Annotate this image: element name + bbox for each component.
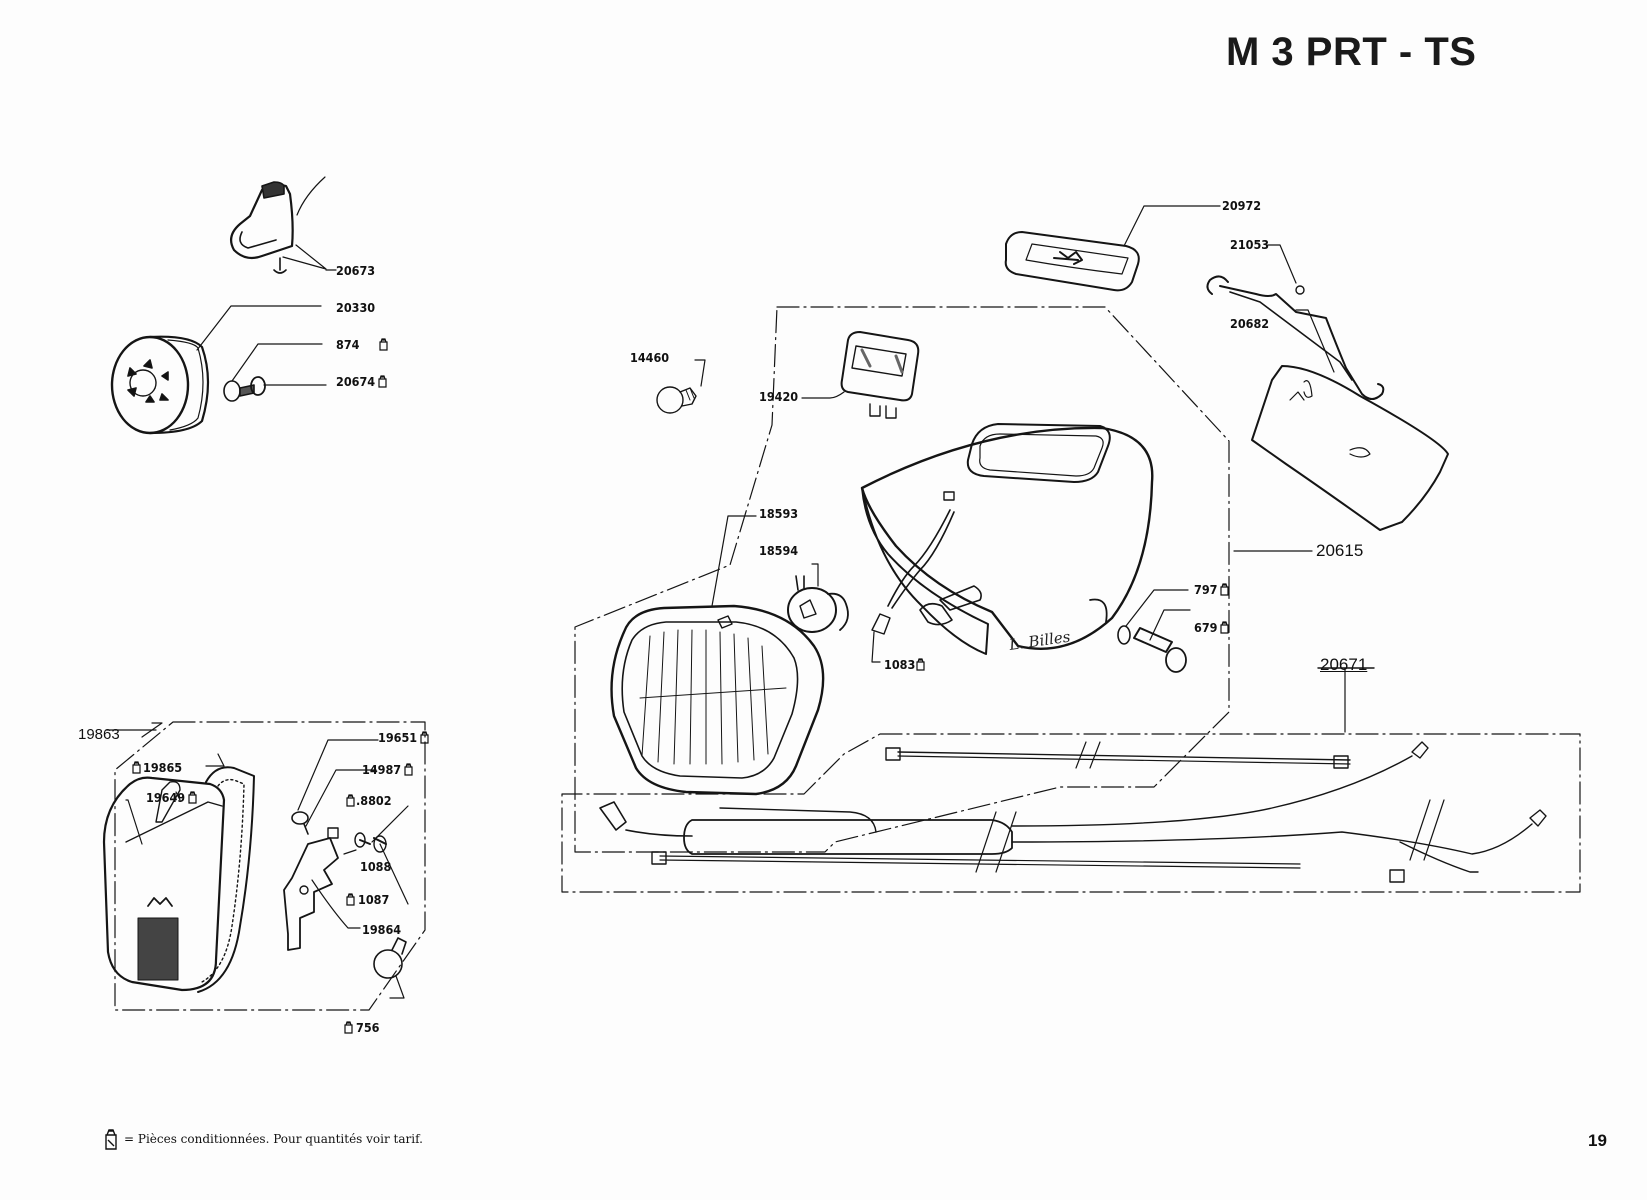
packaged-bag-icon xyxy=(404,763,413,776)
switch-19420-drawing xyxy=(801,331,920,419)
part-label-797[interactable]: 797 xyxy=(1194,582,1230,597)
part-ref: 874 xyxy=(336,337,360,352)
packaged-bag-icon xyxy=(188,791,197,804)
part-ref: 1087 xyxy=(358,892,390,907)
part-label-1083[interactable]: 1083 xyxy=(884,658,925,672)
part-label-756[interactable]: 756 xyxy=(344,1021,379,1035)
page-title: M 3 PRT - TS xyxy=(1226,30,1477,74)
headlamp-shell-drawing xyxy=(860,423,1154,663)
packaged-bag-icon xyxy=(346,893,355,906)
part-label-14987[interactable]: 14987 xyxy=(362,763,413,777)
part-label-19863[interactable]: 19863 xyxy=(78,726,120,744)
part-label-19864[interactable]: 19864 xyxy=(362,923,401,937)
part-ref: 19863 xyxy=(78,726,120,743)
packaged-bag-icon xyxy=(132,761,141,774)
tail-light-assembly-19863-drawing xyxy=(102,721,426,1011)
part-label-18594[interactable]: 18594 xyxy=(759,544,798,558)
part-ref: 20671 xyxy=(1320,655,1368,674)
part-label-19865[interactable]: 19865 xyxy=(132,761,182,775)
part-ref: 19649 xyxy=(146,790,186,805)
handlebar-switch-drawing xyxy=(229,176,337,274)
lamp-holder-18594-drawing xyxy=(787,563,849,633)
part-ref: 19420 xyxy=(759,389,799,404)
part-label-8802[interactable]: .8802 xyxy=(346,794,392,808)
part-ref: 19864 xyxy=(362,922,402,937)
legend-text: = Pièces conditionnées. Pour quantités v… xyxy=(124,1132,423,1146)
headlamp-unit-18593-drawing xyxy=(610,515,825,796)
part-ref: 20673 xyxy=(336,263,376,278)
bolt-679-washer-797-drawing xyxy=(1117,589,1191,673)
artist-signature: L. Billes xyxy=(1007,628,1072,655)
part-ref: 20972 xyxy=(1222,198,1262,213)
part-ref: 14460 xyxy=(630,350,670,365)
packaged-bag-icon xyxy=(379,338,389,351)
part-label-19651[interactable]: 19651 xyxy=(378,731,429,745)
part-label-21053[interactable]: 21053 xyxy=(1230,238,1269,252)
packaged-bag-icon xyxy=(1220,621,1230,634)
packaged-bag-icon xyxy=(1220,583,1230,596)
part-ref: 21053 xyxy=(1230,237,1270,252)
part-label-1088[interactable]: 1088 xyxy=(360,860,391,874)
wiring-harness-20671-drawing xyxy=(561,667,1581,893)
part-ref: .8802 xyxy=(356,793,392,808)
part-label-19420[interactable]: 19420 xyxy=(759,390,798,404)
part-label-20674[interactable]: 20674 xyxy=(336,375,387,389)
part-label-20330[interactable]: 20330 xyxy=(336,301,375,315)
packaged-parts-bag-icon xyxy=(105,1129,117,1150)
packaged-bag-icon xyxy=(378,375,387,388)
packaged-bag-icon xyxy=(420,731,429,744)
part-label-679[interactable]: 679 xyxy=(1194,620,1230,635)
page-number: 19 xyxy=(1588,1131,1607,1150)
part-ref: 679 xyxy=(1194,620,1218,635)
part-ref: 20615 xyxy=(1316,541,1364,560)
plate-20682-drawing xyxy=(1251,309,1449,531)
badge-20972-drawing xyxy=(1004,205,1221,292)
headlamp-lens-grid xyxy=(639,629,787,765)
part-ref: 19865 xyxy=(143,760,183,775)
bracket-21053-drawing xyxy=(1206,244,1385,400)
legend-footnote: = Pièces conditionnées. Pour quantités v… xyxy=(104,1128,423,1150)
part-ref: 20330 xyxy=(336,300,376,315)
horn-drawing xyxy=(110,305,322,435)
part-label-18593[interactable]: 18593 xyxy=(759,507,798,521)
part-label-20673[interactable]: 20673 xyxy=(336,264,375,278)
part-label-20972[interactable]: 20972 xyxy=(1222,199,1261,213)
part-ref: 20682 xyxy=(1230,316,1270,331)
headlamp-assembly-boundary xyxy=(574,306,1230,853)
horn-screw-washer-drawing xyxy=(223,343,327,402)
part-label-1087[interactable]: 1087 xyxy=(346,893,389,907)
tail-light-boundary xyxy=(114,721,426,1011)
part-label-20615[interactable]: 20615 xyxy=(1316,542,1363,560)
part-ref: 20674 xyxy=(336,374,376,389)
part-ref: 756 xyxy=(356,1020,380,1035)
part-ref: 19651 xyxy=(378,730,418,745)
part-label-874[interactable]: 874 xyxy=(336,337,389,352)
harness-boundary xyxy=(561,733,1581,893)
part-ref: 1088 xyxy=(360,859,392,874)
part-ref: 1083 xyxy=(884,657,916,672)
packaged-bag-icon xyxy=(916,658,925,671)
part-label-19649[interactable]: 19649 xyxy=(146,791,197,805)
part-ref: 14987 xyxy=(362,762,402,777)
part-ref: 18594 xyxy=(759,543,799,558)
packaged-bag-icon xyxy=(344,1021,353,1034)
bulb-14460-drawing xyxy=(656,359,706,414)
packaged-bag-icon xyxy=(346,794,355,807)
part-ref: 797 xyxy=(1194,582,1218,597)
part-label-20682[interactable]: 20682 xyxy=(1230,317,1269,331)
part-label-20671[interactable]: 20671 xyxy=(1320,656,1367,674)
part-ref: 18593 xyxy=(759,506,799,521)
part-label-14460[interactable]: 14460 xyxy=(630,351,669,365)
